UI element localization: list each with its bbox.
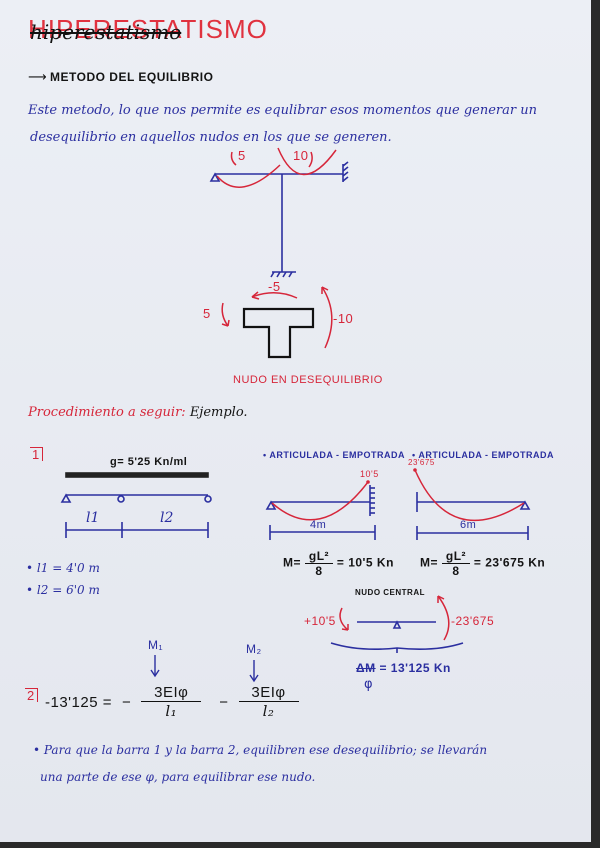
m2-label: M₂ — [246, 642, 262, 656]
load-label: g= 5'25 Kn/ml — [110, 456, 188, 468]
left-moment-curve — [271, 481, 369, 521]
central-result: ΔM = 13'125 Kn — [356, 661, 451, 675]
frame-diagram — [209, 161, 349, 278]
phi-symbol: φ — [364, 677, 373, 692]
node-label: NUDO EN DESEQUILIBRIO — [233, 374, 383, 386]
moment-right-label: 10 — [293, 148, 309, 163]
central-right-moment: -23'675 — [451, 614, 495, 628]
node-moment-left-label: 5 — [203, 306, 211, 321]
section-heading: METODO DEL EQUILIBRIO — [50, 70, 214, 84]
right-beam-diagram — [416, 492, 531, 540]
node-moment-top-label: -5 — [268, 279, 281, 294]
conclusion-line-1: • Para que la barra 1 y la barra 2, equi… — [33, 743, 488, 757]
conclusion-line-2: una parte de ese φ, para equilibrar ese … — [40, 770, 316, 784]
central-node-title: NUDO CENTRAL — [355, 588, 425, 597]
left-beam-title: • ARTICULADA - EMPOTRADA — [263, 450, 405, 460]
right-moment-curve — [414, 469, 525, 522]
central-left-moment: +10'5 — [304, 614, 336, 628]
l1-value: • l1 = 4'0 m — [26, 561, 100, 575]
example-label: Ejemplo. — [189, 405, 248, 420]
span-1-label: l1 — [86, 510, 100, 526]
notebook-page: HIPERESTATISMO hiperestatismo ⟶ METODO D… — [0, 0, 591, 842]
procedure-label: Procedimiento a seguir: Ejemplo. — [28, 405, 248, 420]
l2-value: • l2 = 6'0 m — [26, 583, 100, 597]
central-node-diagram — [330, 620, 464, 653]
central-node-arrows — [339, 595, 450, 641]
continuous-beam — [60, 472, 212, 538]
struck-symbol: ΔM — [356, 661, 376, 675]
moment-left-label: 5 — [238, 148, 246, 163]
intro-line-1: Este metodo, lo que nos permite es equli… — [28, 103, 537, 118]
t-node-shape — [242, 307, 315, 359]
step-1-number: 1 — [30, 447, 44, 461]
right-end-moment: 23'675 — [408, 458, 435, 467]
step2-arrows — [150, 655, 259, 683]
right-beam-title: • ARTICULADA - EMPOTRADA — [412, 450, 554, 460]
intro-line-2: desequilibrio en aquellos nudos en los q… — [30, 130, 392, 145]
right-arrow-icon: ⟶ — [28, 70, 47, 85]
frame-moment-curves — [216, 147, 337, 188]
node-moment-arrows — [221, 286, 333, 349]
m1-label: M₁ — [148, 638, 164, 652]
left-beam-length: 4m — [310, 519, 327, 531]
page-title: HIPERESTATISMO — [28, 14, 268, 44]
step-2-number: 2 — [25, 688, 39, 702]
left-beam-diagram — [265, 485, 376, 540]
node-moment-right-label: -10 — [333, 311, 354, 326]
span-2-label: l2 — [160, 510, 174, 526]
struck-title: hiperestatismo — [30, 20, 182, 44]
left-end-moment: 10'5 — [360, 469, 379, 479]
right-beam-length: 6m — [460, 519, 477, 531]
